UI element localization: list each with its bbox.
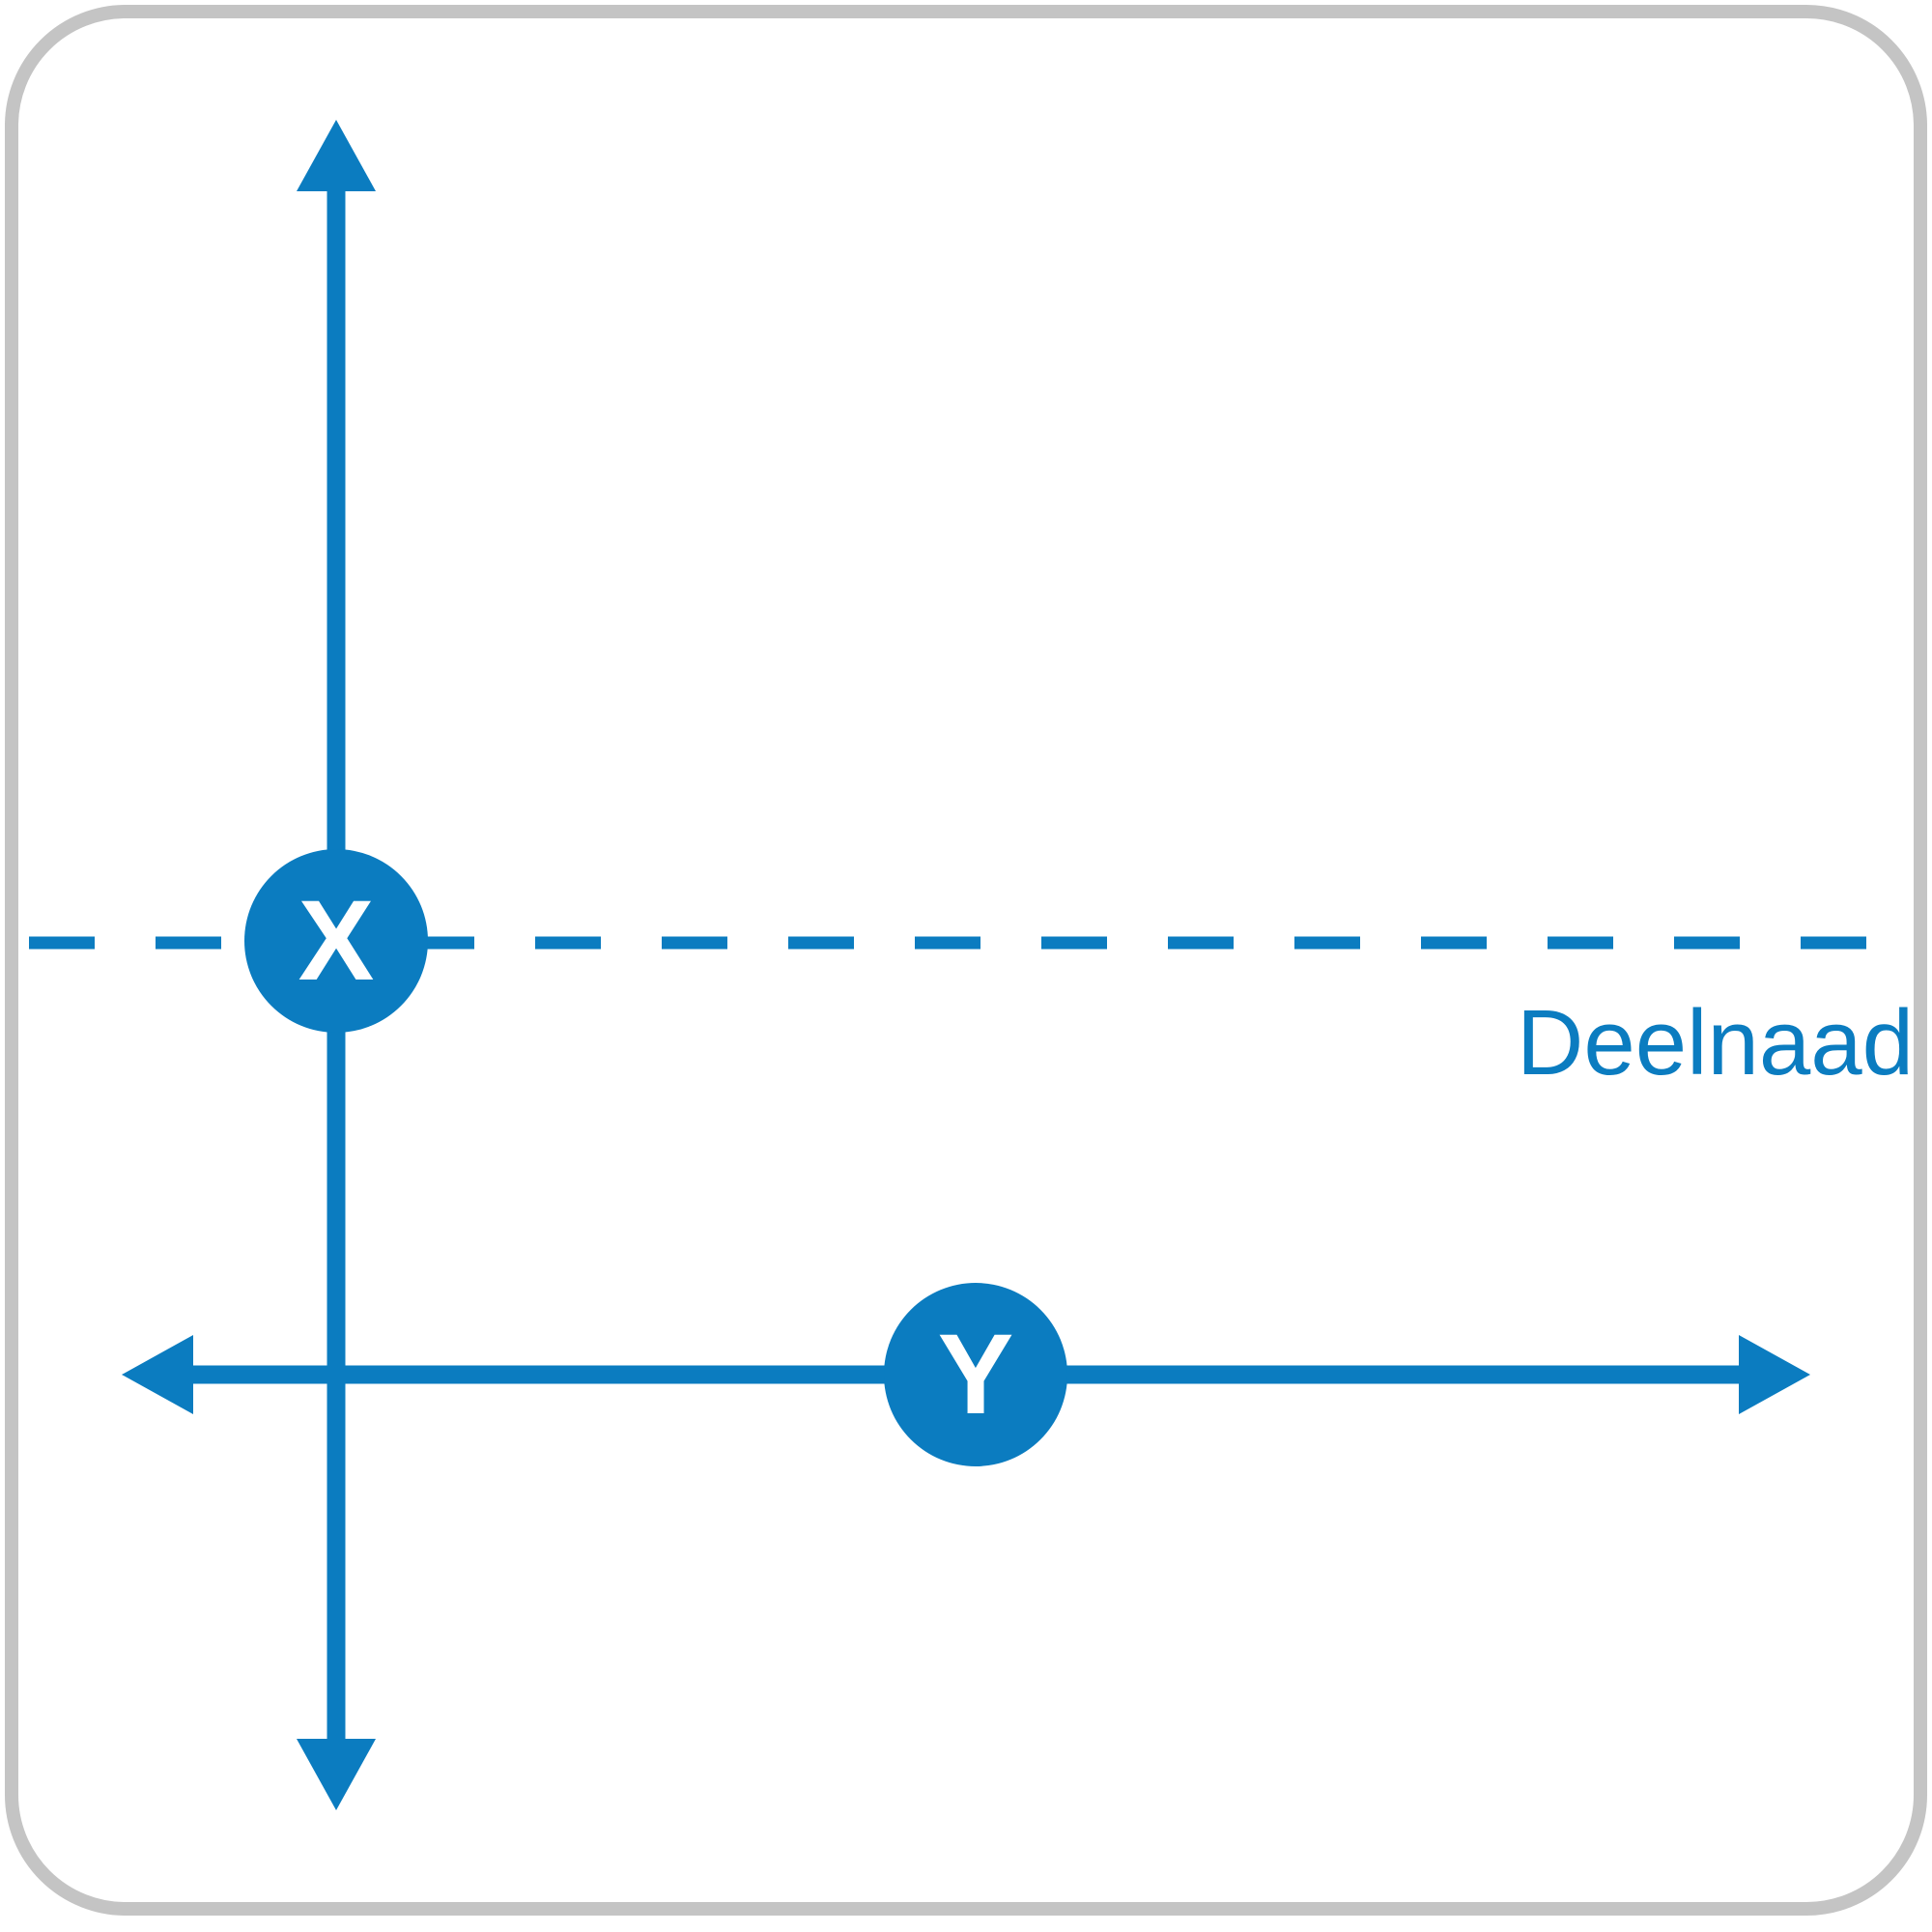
deelnaad-label: Deelnaad xyxy=(1517,991,1914,1094)
x-axis-badge-label: X xyxy=(298,877,375,1005)
y-axis-badge-circle xyxy=(884,1283,1067,1466)
y-axis-badge[interactable]: Y xyxy=(884,1283,1067,1466)
x-axis-arrowhead-up xyxy=(297,120,376,191)
y-axis-badge-label: Y xyxy=(938,1311,1014,1438)
x-axis-badge-circle xyxy=(244,849,428,1033)
y-axis-arrowhead-left xyxy=(122,1335,193,1414)
x-axis-arrowhead-down xyxy=(297,1739,376,1810)
rounded-panel-frame xyxy=(5,5,1927,1916)
y-axis-arrowhead-right xyxy=(1739,1335,1810,1414)
x-axis-badge[interactable]: X xyxy=(244,849,428,1033)
